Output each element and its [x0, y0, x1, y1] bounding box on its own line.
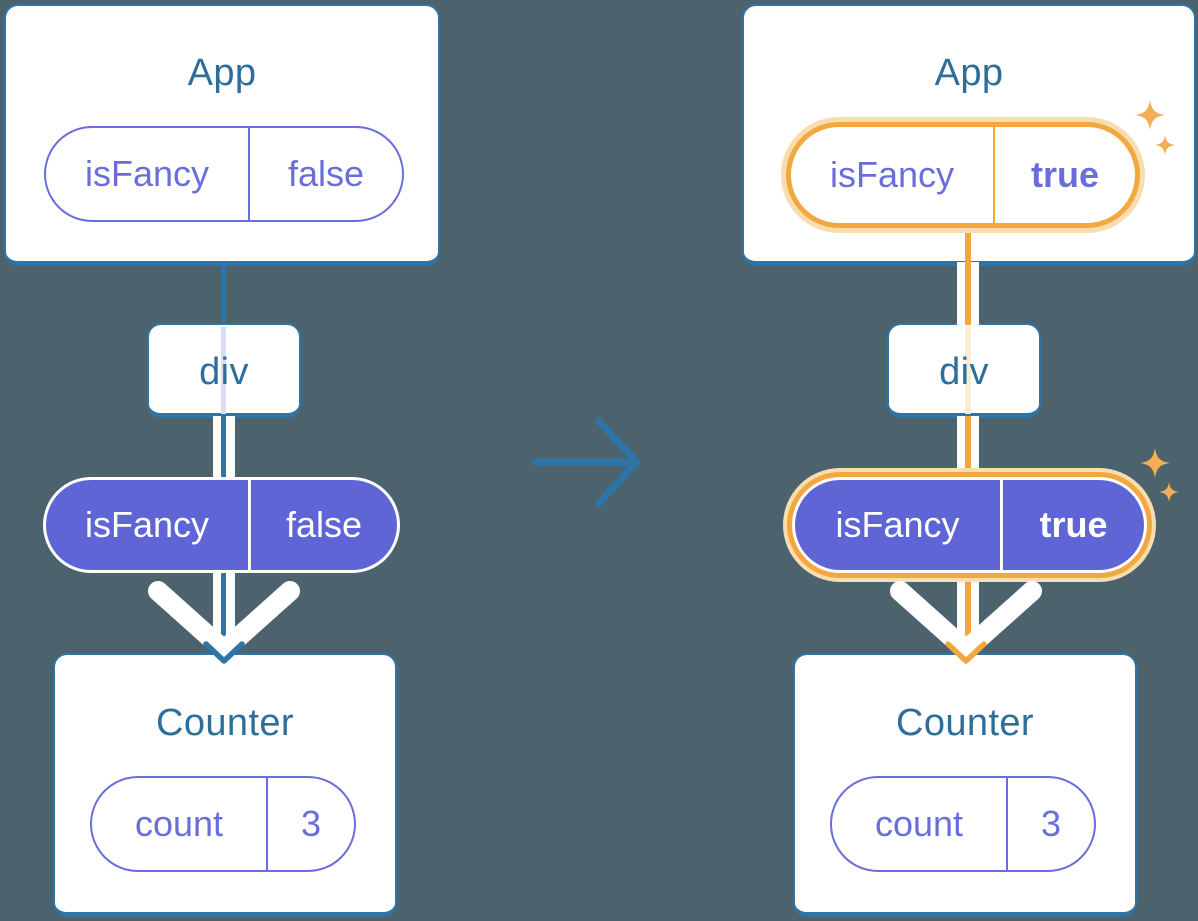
app-title: App	[187, 52, 257, 94]
connector-line	[221, 573, 226, 649]
counter-title: Counter	[156, 702, 294, 744]
connector-line	[965, 573, 971, 649]
pill-key: isFancy	[46, 480, 251, 570]
passed-prop-pill-highlighted: isFancy true	[792, 477, 1147, 573]
pill-key: isFancy	[791, 127, 995, 223]
through-line	[221, 327, 226, 414]
div-title: div	[199, 351, 249, 393]
app-state-pill: isFancy false	[44, 126, 404, 222]
pill-key: count	[832, 778, 1008, 870]
count-state-pill: count 3	[830, 776, 1096, 872]
connector-line	[221, 261, 226, 325]
through-line	[965, 327, 971, 414]
passed-prop-pill: isFancy false	[43, 477, 400, 573]
pill-value: false	[285, 504, 363, 545]
app-title: App	[934, 52, 1004, 94]
connector-line	[965, 225, 971, 266]
div-card	[887, 323, 1041, 418]
pill-value: 3	[1040, 803, 1062, 844]
div-title: div	[939, 351, 989, 393]
pill-value: true	[1030, 154, 1099, 195]
sparkle-icon	[1159, 482, 1179, 502]
pill-value: true	[1039, 504, 1108, 545]
count-state-pill: count 3	[90, 776, 356, 872]
connector-line	[965, 416, 971, 479]
transition-arrow-icon	[532, 417, 641, 507]
connector-line	[965, 262, 971, 325]
pill-value: 3	[300, 803, 322, 844]
app-state-pill-highlighted: isFancy true	[786, 122, 1140, 228]
pill-key: count	[92, 778, 268, 870]
counter-title: Counter	[896, 702, 1034, 744]
pill-key: isFancy	[795, 480, 1003, 570]
connector-line	[221, 416, 226, 479]
pill-value: false	[287, 153, 365, 194]
sparkle-icon	[1140, 448, 1170, 478]
pill-key: isFancy	[46, 128, 250, 220]
